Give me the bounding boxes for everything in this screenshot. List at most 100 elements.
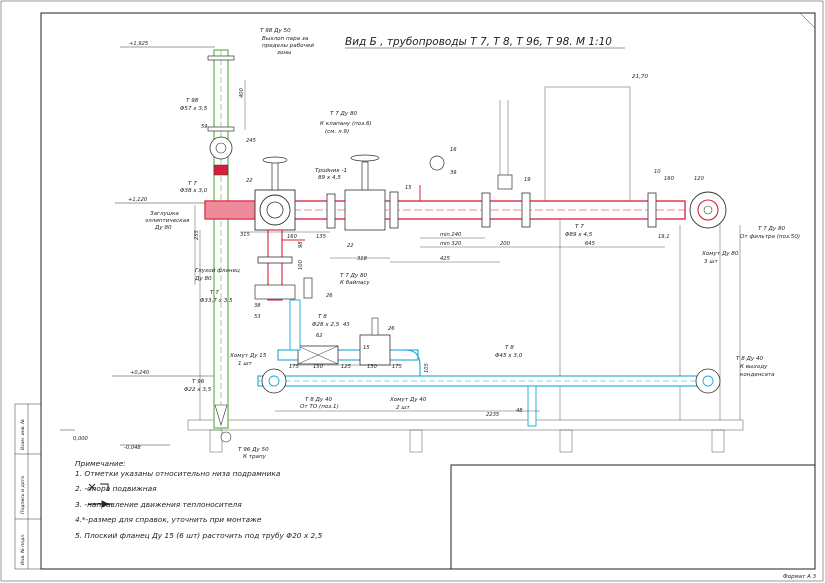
label-clamp15-2: 1 шт (238, 361, 252, 367)
drawing-title: Вид Б , трубопроводы Т 7, Т 8, Т 96, Т 9… (345, 36, 612, 48)
dim-2235: 2235 (486, 412, 500, 418)
elevation-1925: +1,925 (129, 41, 149, 47)
label-valve-1: Т 7 Ду 80 (330, 111, 358, 117)
dim-98: 98 (298, 241, 304, 248)
note-4: 4.*-размер для справок, уточнить при мон… (75, 515, 262, 524)
format-label: Формат А 3 (783, 574, 817, 580)
dimension-numbers: 400 245 59 22 255 315 160 135 22 318 min… (194, 87, 705, 418)
label-valve-2: К клапану (поз.6) (320, 121, 372, 127)
label-t8-out-2: К выходу (740, 364, 768, 370)
label-blind-1: Глухой фланец (195, 268, 240, 274)
label-t7-main-2: Φ89 х 4,5 (565, 232, 593, 238)
label-bypass-2: К байпасу (340, 280, 370, 286)
label-clamp40-1: Хомут Ду 40 (389, 397, 427, 403)
dim-19: 19 (524, 177, 531, 183)
corner-mark (799, 12, 816, 29)
note-3: 3. -направление движения теплоносителя (75, 500, 242, 509)
dim-318: 318 (357, 256, 368, 262)
dim-130: 130 (367, 364, 378, 370)
dim-min320: min 320 (440, 241, 462, 247)
dim-26b: 26 (388, 326, 395, 332)
dim-135: 135 (316, 234, 327, 240)
dim-26a: 26 (326, 293, 333, 299)
dim-59: 59 (201, 124, 208, 130)
label-t98-top-3: пределы рабочей (262, 43, 314, 49)
elevation-marks (60, 46, 225, 446)
dim-400: 400 (239, 87, 245, 98)
label-plug-3: Ду 80 (154, 225, 172, 231)
label-t8-out-1: Т 8 Ду 40 (736, 356, 764, 362)
dim-120: 120 (694, 176, 705, 182)
dim-43: 43 (343, 322, 350, 328)
label-t98-top-1: Т 98 Ду 50 (260, 28, 291, 34)
label-box: 21,70 (632, 74, 648, 80)
title-block (450, 464, 816, 570)
dim-245: 245 (246, 138, 257, 144)
label-tee-1: Тройник -1 (315, 168, 347, 174)
label-clamp40-2: 2 шт (396, 405, 410, 411)
label-t7-left-1: Т 7 (188, 181, 197, 187)
label-t8-right-1: Т 8 (505, 345, 514, 351)
dim-255: 255 (194, 229, 200, 240)
label-t7-small-1: Т 7 (210, 290, 219, 296)
label-t7-main-1: Т 7 (575, 224, 584, 230)
label-t8-upper-2: Φ28 х 2,5 (312, 322, 340, 328)
dim-200: 200 (500, 241, 511, 247)
label-plug-1: Заглушка (150, 211, 179, 217)
dim-425: 425 (440, 256, 451, 262)
pipe-t98 (207, 49, 235, 443)
label-plug-2: эллиптическая (145, 218, 190, 224)
dim-160: 160 (287, 234, 298, 240)
dim-125: 125 (341, 364, 352, 370)
elevation-1120: +1,120 (128, 197, 148, 203)
label-t96-1: Т 96 (192, 379, 205, 385)
label-t7-filter-2: От фильтра (поз.50) (740, 234, 800, 240)
drawing-frame (40, 12, 816, 570)
note-5: 5. Плоский фланец Ду 15 (6 шт) расточить… (75, 531, 323, 540)
left-stamp: Инв. № подл. Подпись и дата Взам. инв. № (14, 403, 42, 570)
dimension-lines (194, 80, 665, 412)
elevation-0048: -0,048 (124, 445, 141, 451)
label-t98-pipe-2: Φ57 х 3,5 (180, 106, 208, 112)
pipe-t7-main (204, 154, 727, 231)
dim-22a: 22 (246, 178, 253, 184)
stamp-inv-podl: Инв. № подл. (20, 533, 26, 565)
label-clamp80-1: Хомут Ду 80 (701, 251, 739, 257)
label-tee-2: 89 х 4,5 (318, 175, 341, 181)
label-t7-filter-1: Т 7 Ду 80 (758, 226, 786, 232)
notes-block: Примечание: 1. Отметки указаны относител… (75, 459, 323, 540)
label-t7-left-2: Φ38 х 3,0 (180, 188, 208, 194)
dim-191: 19,1 (658, 234, 670, 240)
dim-min240: min 240 (440, 232, 462, 238)
stamp-podpis: Подпись и дата (20, 476, 26, 514)
label-t96-bottom-1: Т 96 Ду 50 (238, 447, 269, 453)
dim-16: 16 (450, 147, 457, 153)
dim-15b: 15 (363, 345, 370, 351)
label-clamp15-1: Хомут Ду 15 (229, 353, 267, 359)
dim-105: 105 (424, 362, 430, 373)
dim-100: 100 (298, 259, 304, 270)
label-t98-top-4: зоны (277, 50, 292, 56)
dim-39: 39 (450, 170, 457, 176)
label-t96-2: Φ22 х 3,5 (184, 387, 212, 393)
label-t98-top-2: Выхлоп пара за (262, 36, 309, 42)
dim-175b: 175 (392, 364, 403, 370)
label-t8-out-3: конденсата (740, 372, 775, 378)
dim-22b: 22 (347, 243, 354, 249)
dim-15: 15 (405, 185, 412, 191)
dim-48: 48 (516, 408, 523, 414)
label-t98-pipe-1: Т 98 (186, 98, 199, 104)
dim-38: 38 (254, 303, 261, 309)
dim-645: 645 (585, 241, 596, 247)
pipe-t7-drop (254, 229, 313, 301)
stamp-vzam: Взам. инв. № (20, 419, 26, 450)
pipe-t8 (257, 299, 721, 427)
label-t8-from-1: Т 8 Ду 40 (305, 397, 333, 403)
flow-arrow-icon (88, 500, 112, 508)
label-t7-small-2: Φ33,7 х 3,5 (200, 298, 233, 304)
label-bypass-1: Т 7 Ду 80 (340, 273, 368, 279)
elevation-0000: 0,000 (73, 436, 89, 442)
dim-53: 53 (254, 314, 261, 320)
